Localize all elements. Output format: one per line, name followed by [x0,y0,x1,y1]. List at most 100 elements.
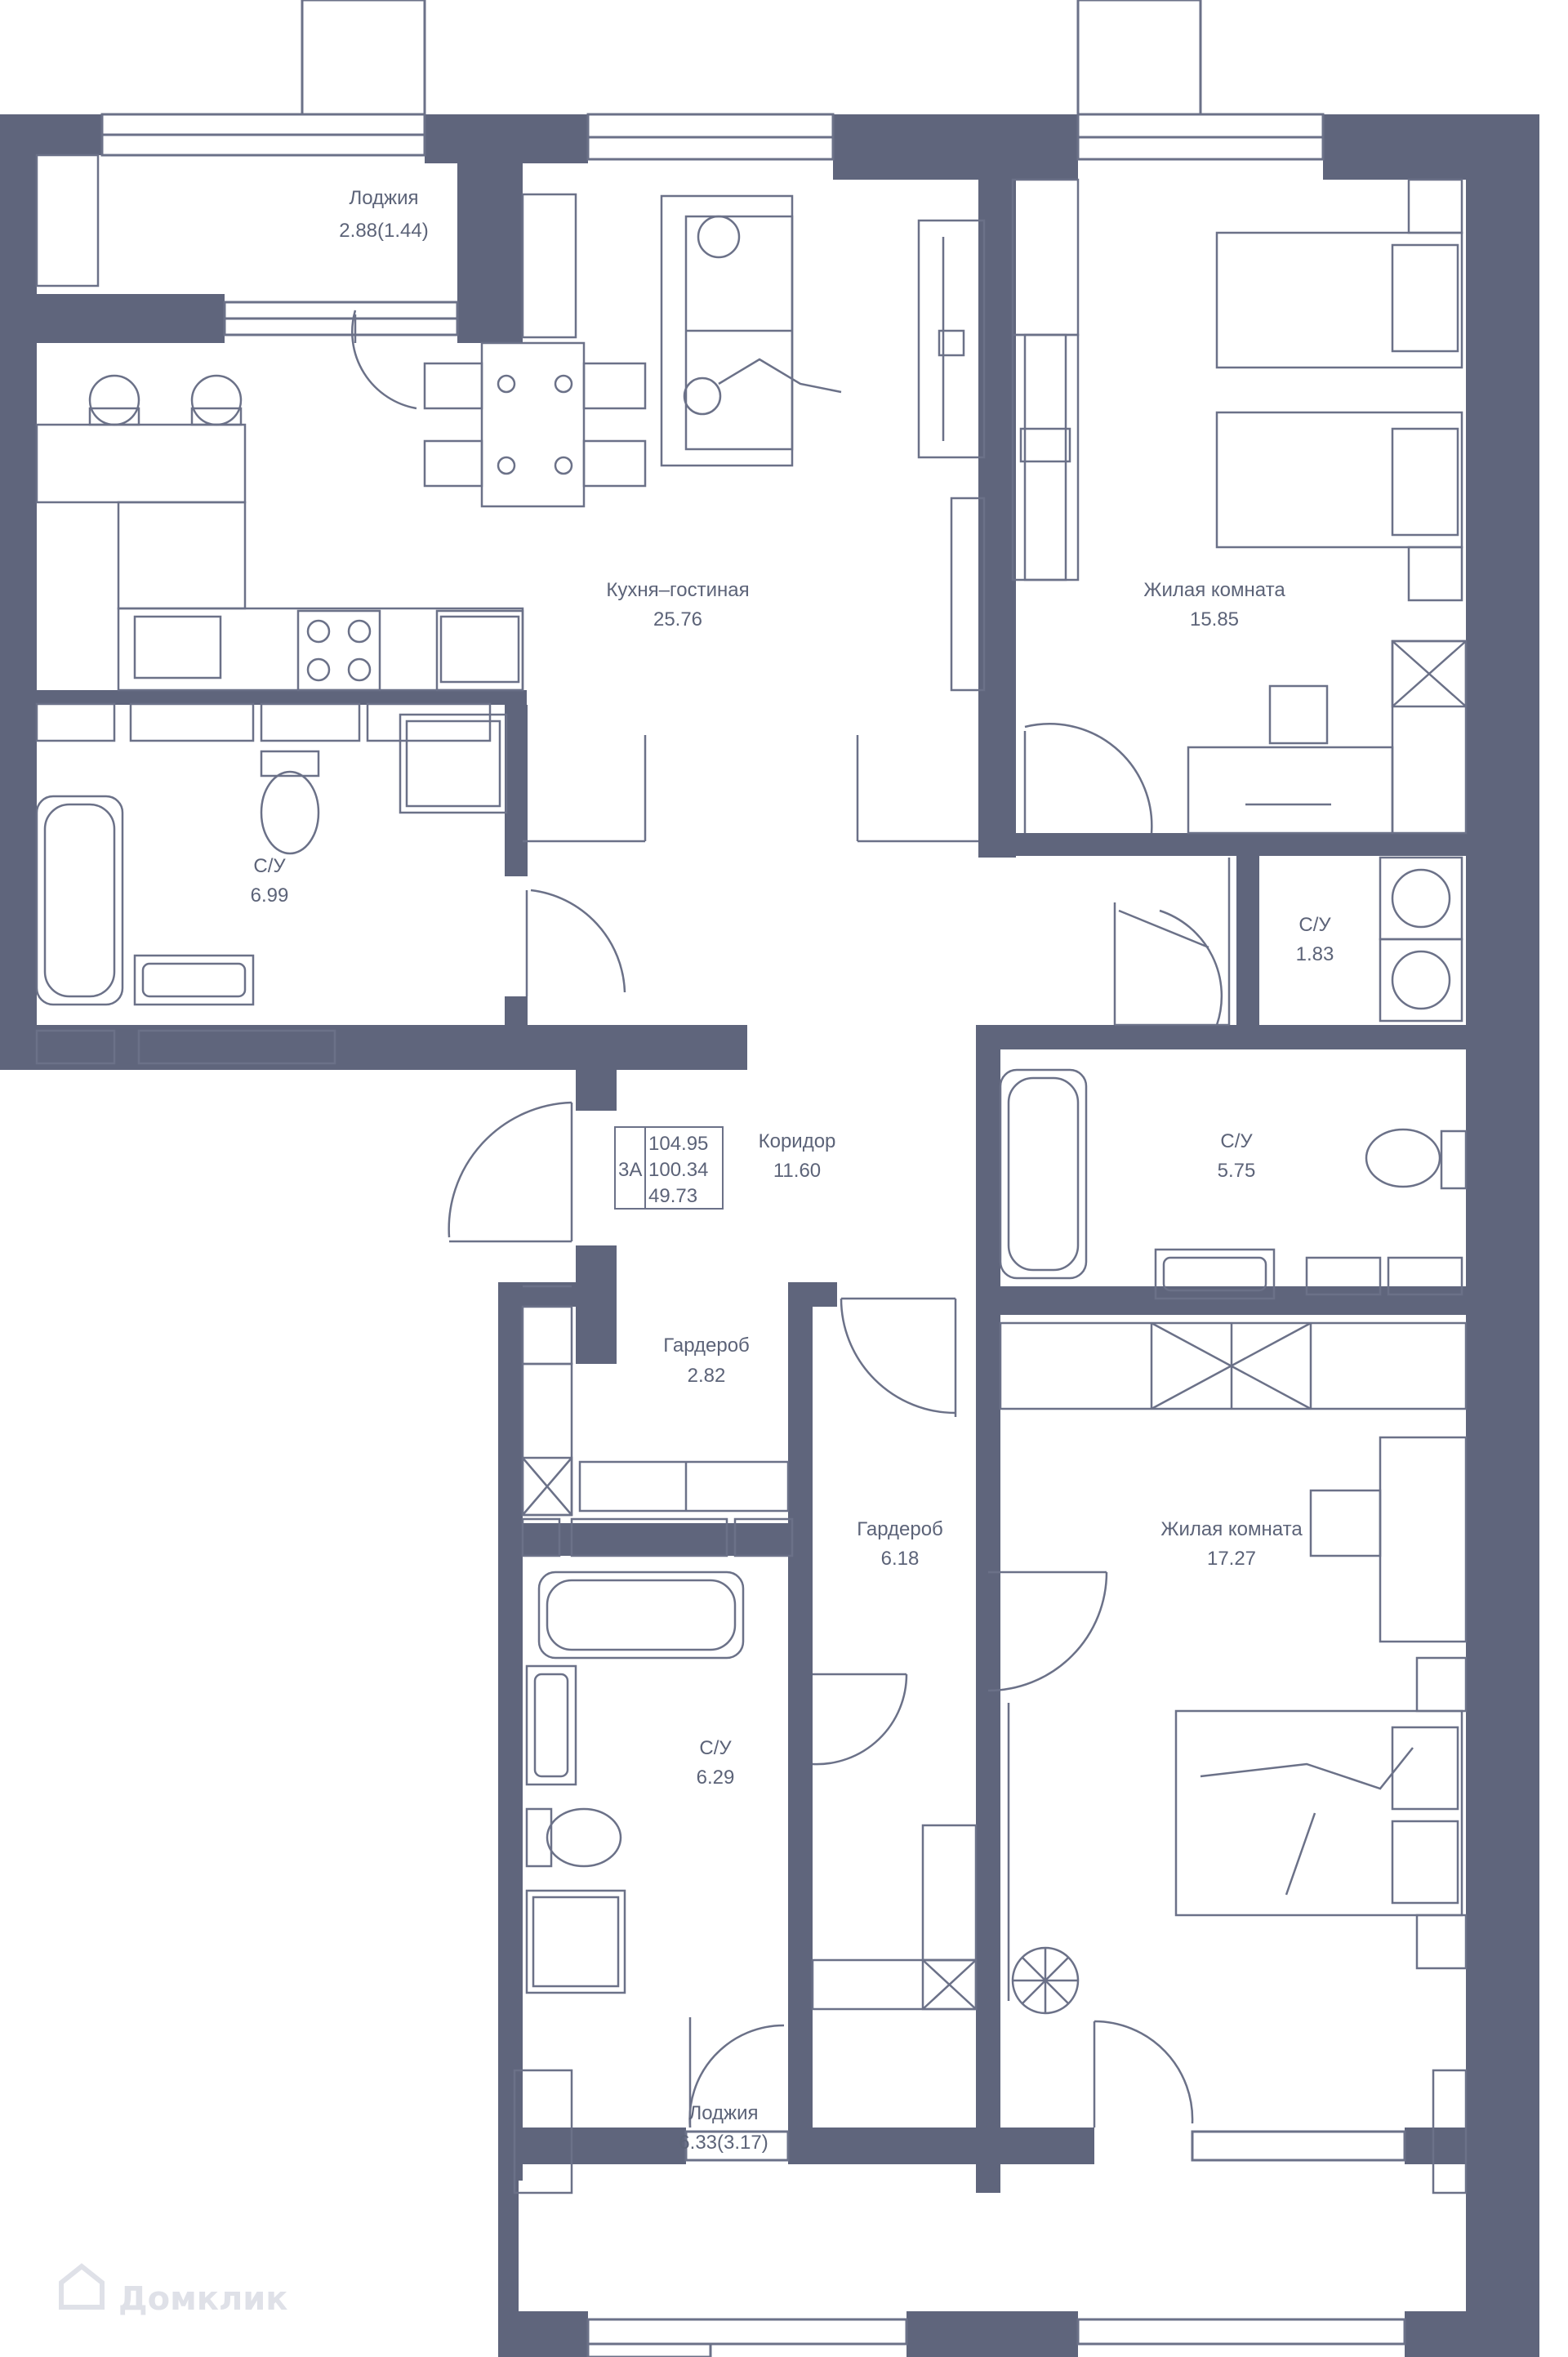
door[interactable] [1093,2020,1194,2128]
room-name: Лоджия [688,2102,758,2124]
toilet [525,1807,622,1868]
bathtub [537,1571,745,1660]
room-area: 11.60 [773,1160,821,1182]
wardrobe [999,1321,1468,1410]
rooms-area: 49.73 [648,1185,697,1207]
room-name: С/У [253,855,286,877]
wall [0,1025,747,1070]
sink [133,954,255,1006]
wall [498,2128,686,2164]
door[interactable] [812,1673,908,1766]
desk [1187,684,1394,835]
bed-single [1215,231,1463,369]
room-name: С/У [1298,914,1331,936]
room-labels: Лоджия 2.88(1.44) Кухня–гостиная 25.76 Ж… [251,187,1334,2154]
wall [1236,856,1259,1027]
wall [523,1523,788,1556]
wall [505,705,528,876]
wall [788,2128,1094,2164]
wall [0,114,37,1070]
door[interactable] [840,1297,957,1417]
wall [976,1025,1466,1049]
room-name: Кухня–гостиная [606,579,749,601]
shower [399,713,508,814]
wall [457,163,523,343]
nightstand [1415,1656,1468,1713]
room-name: Коридор [759,1130,836,1152]
room-area: 5.75 [1218,1160,1256,1182]
loggia-rack [1432,2069,1468,2194]
walls [0,114,1539,2357]
shower [525,1889,626,1994]
sofa [660,194,842,467]
doors [351,310,1223,2128]
wall [505,996,528,1025]
windows [100,0,1406,2357]
washing-machine [1379,856,1463,1023]
built-ins [35,702,1463,1557]
window [586,2318,908,2346]
nightstand [1407,178,1463,234]
furniture [35,154,1468,2194]
bathtub [999,1068,1088,1280]
door[interactable] [1118,909,1223,1026]
wall [37,294,225,343]
loggia-rack [513,2069,573,2194]
living-area: 100.34 [648,1159,708,1181]
bar-stools [88,374,243,426]
room-area: 1.83 [1296,943,1334,965]
tv-stand [917,219,986,459]
door[interactable] [448,1101,573,1243]
kitchen-island [35,423,524,692]
wall [425,114,588,163]
room-area: 2.82 [688,1365,726,1387]
door[interactable] [351,310,417,410]
wall [1405,2311,1539,2357]
sink [525,1664,577,1786]
room-area: 6.18 [881,1548,920,1570]
room-name: Гардероб [857,1518,943,1540]
bookshelf [521,193,986,692]
room-area: 6.33(3.17) [679,2132,768,2154]
dining-table [423,341,647,508]
bathtub [35,795,124,1006]
room-name: Жилая комната [1160,1518,1303,1540]
balcony-bay [301,0,426,116]
room-name: С/У [1220,1130,1253,1152]
apartment-summary: 3А 104.95 100.34 49.73 [614,1126,724,1210]
wall [576,1062,617,1111]
room-area: 25.76 [653,608,702,630]
closet-rail [811,1824,978,2011]
toilet [1365,1128,1468,1190]
loggia-rack [35,154,100,287]
wall [976,1025,1000,1286]
wall [498,2311,588,2357]
total-area: 104.95 [648,1133,708,1155]
room-area: 2.88(1.44) [339,220,428,242]
door[interactable] [987,1571,1108,1692]
apartment-type: 3А [618,1159,642,1181]
wall [37,690,527,705]
room-area: 15.85 [1190,608,1239,630]
home-logo-icon [59,2263,105,2310]
room-name: С/У [699,1737,732,1759]
room-name: Гардероб [663,1334,750,1357]
room-area: 6.99 [251,884,289,907]
door[interactable] [525,889,626,996]
plant-icon [1011,1946,1080,2015]
door[interactable] [688,2017,785,2128]
watermark: Домклик [59,2263,287,2318]
window [1191,2130,1406,2162]
room-area: 6.29 [697,1767,735,1789]
nightstand [1407,546,1463,602]
desk [1309,1436,1468,1643]
sink [1154,1248,1276,1300]
wardrobe-top [1011,178,1080,581]
stove-icon [296,609,381,692]
wall [833,114,1078,180]
door[interactable] [1023,723,1153,834]
room-area: 17.27 [1207,1548,1256,1570]
watermark-text: Домклик [118,2280,287,2318]
nightstand [1415,1914,1468,1970]
